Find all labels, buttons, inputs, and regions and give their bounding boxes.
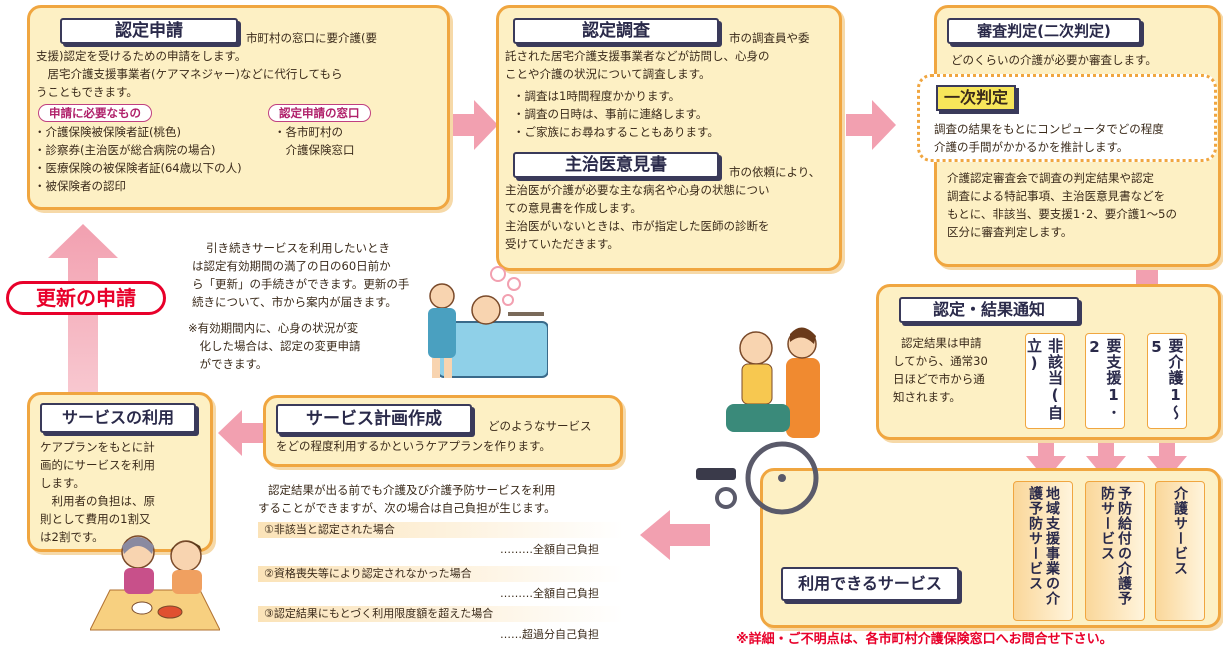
case-1-band (258, 522, 623, 538)
plan-text-1: どのようなサービス (488, 419, 592, 433)
renew-text-2: は認定有効期間の満了の日の60日前か (192, 259, 391, 273)
apply-window-1: ・各市町村の (274, 125, 343, 139)
arrow-apply-to-survey (448, 100, 498, 150)
renew-note-2: 化した場合は、認定の変更申請 (188, 339, 361, 353)
judge-box: 審査判定(二次判定) どのくらいの介護が必要か審査します。 一次判定 調査の結果… (917, 5, 1221, 267)
notify-box: 認定・結果通知 認定結果は申請 してから、通常30 日ほどで市から通 知されます… (876, 284, 1221, 440)
case-3-cost: ……超過分自己負担 (500, 628, 599, 641)
plan-box: サービス計画作成 どのようなサービス をどの程度利用するかというケアプランを作り… (263, 395, 623, 467)
plan-note-2: することができますが、次の場合は自己負担が生じます。 (258, 501, 556, 515)
survey-bullet-1: ・調査は1時間程度かかります。 (513, 89, 681, 103)
apply-needs-4: ・被保険者の認印 (34, 179, 126, 193)
apply-window-2: 介護保険窓口 (274, 143, 355, 157)
apply-needs-2: ・診察券(主治医が総合病院の場合) (34, 143, 216, 157)
judge-text: どのくらいの介護が必要か審査します。 (951, 53, 1157, 67)
survey-bullet-3: ・ご家族にお尋ねすることもあります。 (513, 125, 719, 139)
arrow-result-3 (1147, 440, 1187, 480)
notify-text-3: 日ほどで市から通 (893, 372, 985, 386)
result-care: 要介護1～5 (1147, 333, 1187, 429)
plan-note-1: 認定結果が出る前でも介護及び介護予防サービスを利用 (268, 483, 556, 497)
apply-title: 認定申請 (60, 18, 238, 44)
second-judge-text-4: 区分に審査判定します。 (947, 225, 1073, 239)
survey-title: 認定調査 (513, 18, 719, 44)
service-care: 介護サービス (1155, 481, 1205, 621)
second-judge-text-2: 調査による特記事項、主治医意見書などを (947, 189, 1166, 203)
bath-illustration (428, 266, 548, 378)
arrow-result-1 (1026, 440, 1066, 480)
arrow-services-to-plan (640, 510, 710, 560)
use-box: サービスの利用 ケアプランをもとに計 画的にサービスを利用 します。 利用者の負… (27, 392, 213, 552)
renew-text-1: 引き続きサービスを利用したいとき (206, 241, 390, 255)
first-judge-panel: 一次判定 調査の結果をもとにコンピュータでどの程度 介護の手間がかかるかを推計し… (917, 74, 1217, 162)
survey-text-3: ことや介護の状況について調査します。 (505, 67, 711, 81)
case-2-band (258, 566, 623, 582)
apply-text-4: うこともできます。 (36, 85, 138, 99)
doctor-text-5: 受けていただきます。 (505, 237, 619, 251)
first-judge-text-1: 調査の結果をもとにコンピュータでどの程度 (934, 122, 1164, 136)
plan-title: サービス計画作成 (276, 404, 472, 434)
doctor-text-2: 主治医が介護が必要な主な病名や心身の状態につい (505, 183, 770, 197)
case-3-label: ③認定結果にもとづく利用限度額を超えた場合 (264, 607, 494, 620)
service-preventive-benefit: 予防給付の介護予防サービス (1085, 481, 1145, 621)
use-text-4: 利用者の負担は、原 (40, 494, 155, 508)
arrow-plan-to-use (218, 410, 268, 456)
use-text-1: ケアプランをもとに計 (40, 440, 155, 454)
notify-title: 認定・結果通知 (899, 297, 1079, 323)
apply-text-3: 居宅介護支援事業者(ケアマネジャー)などに代行してもら (36, 67, 343, 81)
survey-text-1: 市の調査員や委 (729, 31, 810, 45)
plan-text-2: をどの程度利用するかというケアプランを作ります。 (276, 439, 551, 453)
use-text-2: 画的にサービスを利用 (40, 458, 155, 472)
survey-box: 認定調査 市の調査員や委 託された居宅介護支援事業者などが訪問し、心身の ことや… (496, 5, 842, 271)
result-support: 要支援1･2 (1085, 333, 1125, 429)
apply-window-title: 認定申請の窓口 (268, 104, 371, 122)
use-text-5: 則として費用の1割又 (40, 512, 151, 526)
apply-text-1: 市町村の窓口に要介護(要 (246, 31, 377, 45)
use-text-6: は2割です。 (40, 530, 104, 544)
services-box: 利用できるサービス 地域支援事業の介護予防サービス 予防給付の介護予防サービス … (760, 468, 1221, 628)
apply-text-2: 支援)認定を受けるための申請をします。 (36, 49, 247, 63)
second-judge-text-3: もとに、非該当、要支援1･2、要介護1～5の (947, 207, 1177, 221)
second-judge-text-1: 介護認定審査会で調査の判定結果や認定 (947, 171, 1154, 185)
case-3-band (258, 606, 623, 622)
apply-needs-title: 申請に必要なもの (38, 104, 152, 122)
use-title: サービスの利用 (40, 403, 196, 433)
judge-title: 審査判定(二次判定) (947, 18, 1141, 44)
case-1-cost: ………全額自己負担 (500, 543, 599, 556)
footer-note: ※詳細・ご不明点は、各市町村介護保険窓口へお問合せ下さい。 (736, 632, 1113, 647)
apply-needs-3: ・医療保険の被保険者証(64歳以下の人) (34, 161, 242, 175)
case-2-cost: ………全額自己負担 (500, 587, 599, 600)
arrow-result-2 (1086, 440, 1126, 480)
notify-text-2: してから、通常30 (893, 354, 988, 368)
first-judge-title: 一次判定 (936, 85, 1017, 111)
use-text-3: します。 (40, 476, 85, 490)
notify-text-1: 認定結果は申請 (901, 336, 982, 350)
services-title: 利用できるサービス (781, 567, 959, 601)
notify-text-4: 知されます。 (893, 390, 961, 404)
survey-bullet-2: ・調査の日時は、事前に連絡します。 (513, 107, 708, 121)
arrow-survey-to-judge (846, 100, 896, 150)
doctor-text-1: 市の依頼により、 (729, 165, 821, 179)
renew-note-3: ができます。 (188, 357, 268, 371)
survey-text-2: 託された居宅介護支援事業者などが訪問し、心身の (505, 49, 770, 63)
first-judge-text-2: 介護の手間がかかるかを推計します。 (934, 140, 1129, 154)
renew-text-3: ら「更新」の手続きができます。更新の手 (192, 277, 410, 291)
case-2-label: ②資格喪失等により認定されなかった場合 (264, 567, 472, 580)
service-community-prevention: 地域支援事業の介護予防サービス (1013, 481, 1073, 621)
doctor-text-3: ての意見書を作成します。 (505, 201, 642, 215)
renew-badge: 更新の申請 (6, 281, 166, 315)
apply-box: 認定申請 市町村の窓口に要介護(要 支援)認定を受けるための申請をします。 居宅… (27, 5, 450, 210)
renew-note-1: ※有効期間内に、心身の状況が変 (188, 321, 359, 335)
doctor-title: 主治医意見書 (513, 152, 719, 178)
wheelchair-illustration (696, 327, 820, 515)
meal-illustration (90, 535, 220, 631)
result-not-applicable: 非該当(自立) (1025, 333, 1065, 429)
case-1-label: ①非該当と認定された場合 (264, 523, 395, 536)
doctor-text-4: 主治医がいないときは、市が指定した医師の診断を (505, 219, 770, 233)
renew-text-4: 続きについて、市から案内が届きます。 (192, 295, 397, 309)
apply-needs-1: ・介護保険被保険者証(桃色) (34, 125, 181, 139)
